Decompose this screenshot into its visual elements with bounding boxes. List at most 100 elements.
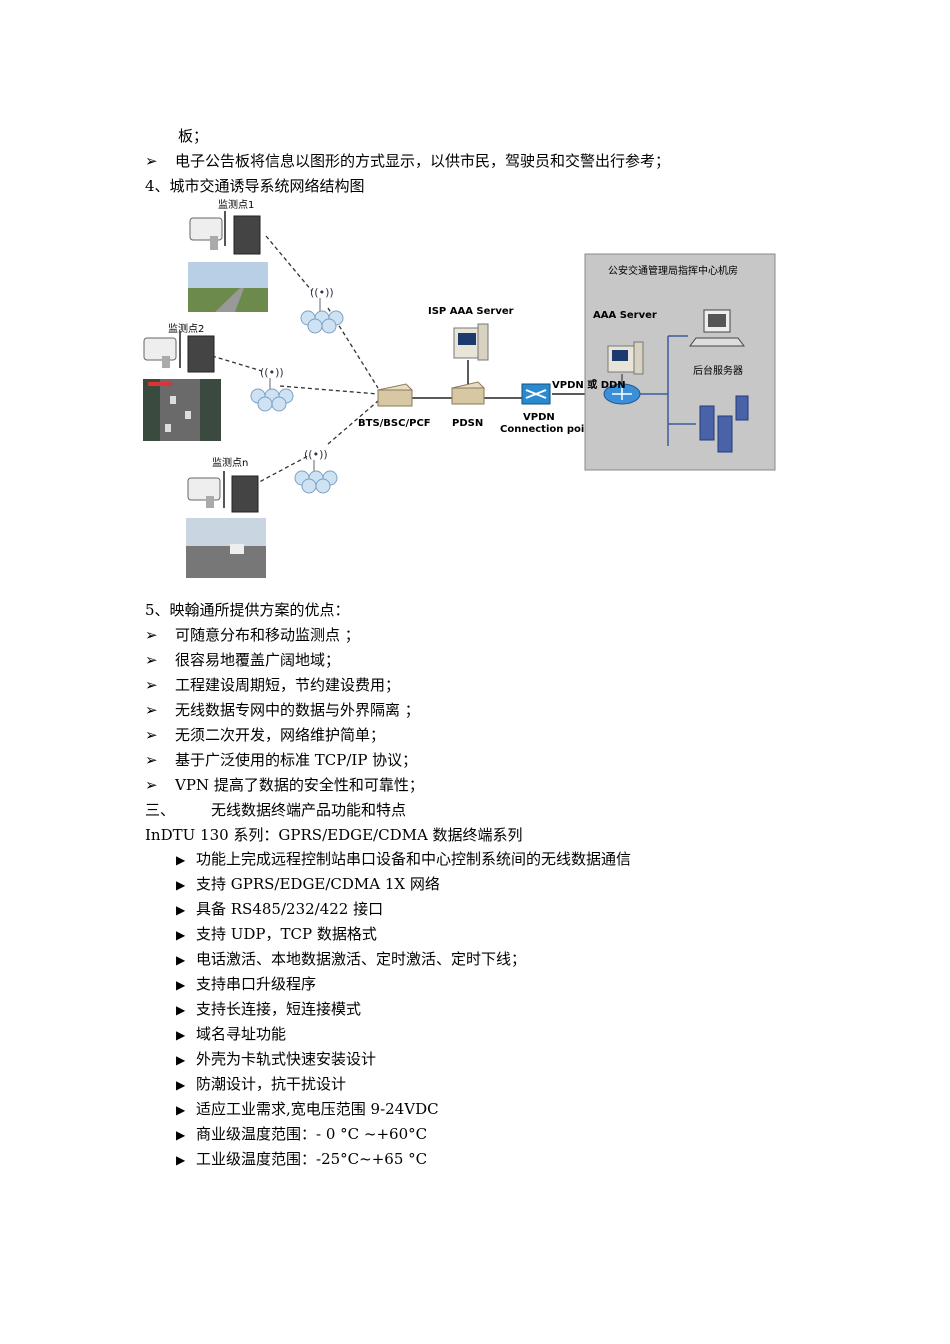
monitoring-point-n: 监测点n: [186, 456, 266, 578]
monitoring-point-2: 监测点2: [143, 322, 221, 441]
feature-text: 支持长连接，短连接模式: [196, 1000, 362, 1018]
isp-server-label: ISP AAA Server: [428, 306, 514, 317]
feature-text: 支持 GPRS/EDGE/CDMA 1X 网络: [196, 875, 440, 893]
advantage-item: ➢ VPN 提高了数据的安全性和可靠性；: [145, 776, 424, 794]
triangle-bullet-icon: ▶: [176, 1103, 186, 1117]
advantage-item: ➢很容易地覆盖广阔地域；: [145, 651, 340, 669]
bullet-item: ➢ 电子公告板将信息以图形的方式显示，以供市民，驾驶员和交警出行参考；: [145, 152, 670, 170]
advantage-item: ➢ 可随意分布和移动监测点 ；: [145, 626, 360, 644]
triangle-bullet-icon: ▶: [176, 978, 186, 992]
feature-item: ▶ 适应工业需求,宽电压范围 9-24VDC: [176, 1100, 439, 1119]
triangle-bullet-icon: ▶: [176, 1028, 186, 1042]
arrow-bullet-icon: ➢: [145, 701, 158, 719]
vpdn-label: VPDN: [523, 412, 555, 423]
arrow-bullet-icon: ➢: [145, 152, 158, 170]
triangle-bullet-icon: ▶: [176, 1053, 186, 1067]
triangle-bullet-icon: ▶: [176, 1003, 186, 1017]
road-photo-n: [186, 518, 266, 578]
aaa-server-icon: [607, 341, 644, 384]
section3-number: 三、: [145, 801, 176, 819]
backend-server-label: 后台服务器: [693, 364, 743, 377]
advantage-text: 无须二次开发，网络维护简单；: [175, 726, 386, 744]
monitoring-point-1: 监测点1: [188, 198, 268, 312]
svg-text:((•)): ((•)): [304, 448, 328, 461]
bts-label: BTS/BSC/PCF: [358, 418, 431, 429]
feature-item: ▶ 域名寻址功能: [176, 1025, 286, 1044]
feature-text: 域名寻址功能: [196, 1025, 287, 1043]
feature-item: ▶ 功能上完成远程控制站串口设备和中心控制系统间的无线数据通信: [176, 850, 631, 869]
feature-text: 适应工业需求,宽电压范围 9-24VDC: [196, 1100, 439, 1118]
feature-item: ▶ 支持串口升级程序: [176, 975, 316, 994]
feature-item: ▶ 具备 RS485/232/422 接口: [176, 900, 383, 919]
feature-item: ▶ 支持 UDP，TCP 数据格式: [176, 925, 377, 944]
workstation-icon: [689, 309, 745, 347]
feature-item: ▶支持 GPRS/EDGE/CDMA 1X 网络: [176, 875, 440, 894]
isp-server-icon: [453, 323, 489, 384]
cell-tower-icon: ((•)): [250, 366, 294, 412]
server-rack-icon: [699, 395, 749, 453]
road-photo-1: [188, 262, 268, 312]
triangle-bullet-icon: ▶: [176, 1128, 186, 1142]
pdsn-equipment-icon: [451, 381, 485, 405]
point1-label: 监测点1: [218, 198, 254, 211]
command-center-box: 公安交通管理局指挥中心机房 AAA Server 后台服务器: [584, 253, 776, 471]
pdsn-label: PDSN: [452, 418, 483, 429]
triangle-bullet-icon: ▶: [176, 1078, 186, 1092]
svg-text:((•)): ((•)): [260, 366, 284, 379]
cell-tower-icon: ((•)): [300, 286, 344, 334]
advantage-item: ➢ 无线数据专网中的数据与外界隔离 ；: [145, 701, 420, 719]
feature-text: 电话激活、本地数据激活、定时激活、定时下线；: [196, 950, 527, 968]
feature-item: ▶ 工业级温度范围：-25°C~+65 °C: [176, 1150, 427, 1169]
sensor-device-icon: [189, 211, 261, 255]
traffic-camera-photo: [143, 379, 221, 441]
feature-item: ▶ 电话激活、本地数据激活、定时激活、定时下线；: [176, 950, 526, 969]
section3-title: 无线数据终端产品功能和特点: [211, 801, 407, 819]
arrow-bullet-icon: ➢: [145, 626, 158, 644]
feature-text: 防潮设计，抗干扰设计: [196, 1075, 347, 1093]
advantage-item: ➢ 基于广泛使用的标准 TCP/IP 协议；: [145, 751, 417, 769]
network-diagram: 监测点1 监测点2 监测点: [143, 198, 776, 578]
bullet-text: 电子公告板将信息以图形的方式显示，以供市民，驾驶员和交警出行参考；: [175, 152, 671, 170]
aaa-server-label: AAA Server: [593, 310, 657, 321]
triangle-bullet-icon: ▶: [176, 903, 186, 917]
bts-equipment-icon: [376, 383, 414, 407]
sensor-device-icon: [143, 331, 215, 373]
triangle-bullet-icon: ▶: [176, 928, 186, 942]
cell-tower-icon: ((•)): [294, 448, 338, 494]
feature-text: 具备 RS485/232/422 接口: [196, 900, 384, 918]
point2-label: 监测点2: [168, 322, 204, 335]
triangle-bullet-icon: ▶: [176, 953, 186, 967]
feature-text: 支持串口升级程序: [196, 975, 317, 993]
section5-heading: 5、映翰通所提供方案的优点：: [145, 601, 350, 619]
sensor-device-icon: [187, 471, 259, 513]
feature-item: ▶ 防潮设计，抗干扰设计: [176, 1075, 346, 1094]
advantage-text: 无线数据专网中的数据与外界隔离 ；: [175, 701, 420, 719]
arrow-bullet-icon: ➢: [145, 751, 158, 769]
pointn-label: 监测点n: [212, 456, 248, 469]
triangle-bullet-icon: ▶: [176, 1153, 186, 1167]
svg-text:((•)): ((•)): [310, 286, 334, 299]
feature-text: 支持 UDP，TCP 数据格式: [196, 925, 377, 943]
vpdn-ddn-label: VPDN 或 DDN: [552, 378, 626, 391]
arrow-bullet-icon: ➢: [145, 651, 158, 669]
advantage-text: 可随意分布和移动监测点 ；: [175, 626, 360, 644]
connection-point-label: Connection point: [500, 424, 596, 435]
advantage-text: 工程建设周期短，节约建设费用；: [175, 676, 401, 694]
command-center-title: 公安交通管理局指挥中心机房: [608, 264, 738, 277]
vpdn-switch-icon: [521, 383, 551, 405]
arrow-bullet-icon: ➢: [145, 676, 158, 694]
advantage-text: 基于广泛使用的标准 TCP/IP 协议；: [175, 751, 418, 769]
feature-text: 外壳为卡轨式快速安装设计: [196, 1050, 377, 1068]
advantage-text: VPN 提高了数据的安全性和可靠性；: [175, 776, 424, 794]
feature-item: ▶ 外壳为卡轨式快速安装设计: [176, 1050, 376, 1069]
feature-text: 工业级温度范围：-25°C~+65 °C: [196, 1150, 428, 1168]
series-title: InDTU 130 系列：GPRS/EDGE/CDMA 数据终端系列: [145, 826, 523, 844]
triangle-bullet-icon: ▶: [176, 853, 186, 867]
feature-item: ▶商业级温度范围：- 0 °C ~+60°C: [176, 1125, 427, 1144]
feature-text: 功能上完成远程控制站串口设备和中心控制系统间的无线数据通信: [196, 850, 632, 868]
advantage-item: ➢ 工程建设周期短，节约建设费用；: [145, 676, 400, 694]
section4-heading: 4、城市交通诱导系统网络结构图: [145, 177, 365, 195]
section3-heading: 三、 无线数据终端产品功能和特点: [145, 801, 406, 819]
advantage-item: ➢无须二次开发，网络维护简单；: [145, 726, 385, 744]
arrow-bullet-icon: ➢: [145, 776, 158, 794]
